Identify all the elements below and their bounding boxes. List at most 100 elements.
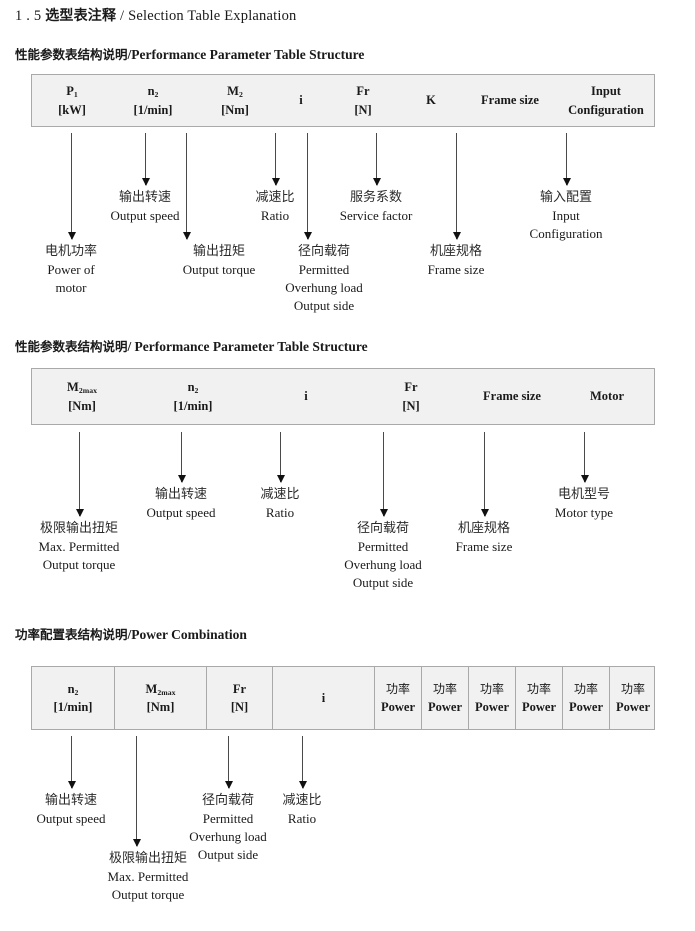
table-header-symbol: n2 (147, 84, 159, 100)
note-2-6-en-0: Motor type (554, 504, 614, 520)
table-header-symbol: 功率 (620, 681, 645, 696)
arrow-to-note-3-1 (71, 736, 72, 788)
page-title-separator: / (120, 8, 125, 24)
note-1-5: 径向载荷 Permitted Overhung load Output side (285, 243, 363, 315)
note-3-3: 径向载荷 Permitted Overhung load Output side (189, 792, 267, 864)
section-heading-3-cn: 功率配置表结构说明 (15, 627, 128, 642)
section-heading-2-separator: / (127, 339, 132, 354)
table-header-unit: [N] (354, 102, 372, 117)
note-1-7-en-0: Frame size (427, 261, 485, 277)
note-1-1-en-0: Power of (47, 261, 95, 277)
table-header-symbol: M2 (227, 84, 243, 100)
note-1-2-cn: 输出转速 (118, 190, 171, 205)
table-header-symbol: 功率 (432, 681, 457, 696)
table-header-symbol: Motor (589, 389, 624, 404)
note-3-4-cn: 减速比 (282, 793, 322, 808)
table-header-symbol: Frame size (481, 93, 539, 108)
note-1-8-en-1: Configuration (529, 225, 603, 241)
arrow-to-note-1-3 (186, 133, 187, 239)
arrow-to-note-2-2 (181, 432, 182, 482)
page-title-cn: 选型表注释 (45, 8, 117, 24)
note-1-6-en-0: Service factor (339, 207, 413, 223)
table-header-unit: [kW] (58, 102, 86, 117)
note-2-5-cn: 机座规格 (457, 521, 511, 536)
section-heading-3: 功率配置表结构说明/Power Combination (15, 624, 247, 643)
note-1-8: 输入配置 Input Configuration (530, 189, 603, 243)
table-header-cell: K (400, 75, 462, 126)
section-heading-3-separator: / (127, 627, 132, 642)
note-3-3-en-1: Overhung load (189, 828, 267, 844)
note-1-3-en-0: Output torque (182, 261, 256, 277)
arrow-to-note-1-2 (145, 133, 146, 185)
table-header-unit: [Nm] (221, 102, 249, 117)
note-3-2-en-1: Output torque (111, 886, 185, 902)
note-1-2: 输出转速 Output speed (111, 189, 180, 225)
table-header-symbol: n2 (67, 681, 79, 697)
note-1-5-en-1: Overhung load (285, 279, 363, 295)
table-header-unit: Configuration (568, 102, 644, 117)
note-2-2: 输出转速 Output speed (147, 486, 216, 522)
arrow-to-note-3-4 (302, 736, 303, 788)
table-header-symbol: 功率 (385, 681, 410, 696)
arrow-to-note-1-1 (71, 133, 72, 239)
arrow-to-note-1-5 (307, 133, 308, 239)
table-header-cell: i (254, 369, 358, 424)
table-header-symbol: Fr (232, 681, 247, 696)
arrow-to-note-1-4 (275, 133, 276, 185)
page-title-en: Selection Table Explanation (128, 8, 297, 24)
section-number: 1 . 5 (15, 8, 42, 24)
table-header-symbol: M2max (145, 681, 176, 697)
table-header-symbol: i (304, 389, 308, 404)
note-2-5: 机座规格 Frame size (456, 520, 513, 556)
note-1-5-cn: 径向载荷 (297, 244, 350, 259)
section-heading-2: 性能参数表结构说明/ Performance Parameter Table S… (15, 336, 368, 355)
table-header-symbol: K (426, 93, 436, 108)
table-header-symbol: i (321, 690, 326, 705)
note-2-1-en-1: Output torque (42, 556, 116, 572)
note-3-2-en-0: Max. Permitted (107, 868, 189, 884)
note-1-4-en-0: Ratio (260, 207, 290, 223)
table-header-cell: M2max[Nm] (114, 667, 206, 729)
table-header-cell: i (272, 667, 374, 729)
arrow-to-note-2-6 (584, 432, 585, 482)
note-2-3-en-0: Ratio (265, 504, 295, 520)
table-header-cell: Fr[N] (326, 75, 400, 126)
table-header-unit: Power (427, 700, 462, 715)
table-header-unit: Power (568, 700, 603, 715)
note-1-1: 电机功率 Power of motor (45, 243, 97, 297)
table-header-symbol: n2 (187, 380, 199, 396)
note-2-3-cn: 减速比 (260, 487, 300, 502)
section-heading-2-cn: 性能参数表结构说明 (15, 339, 128, 354)
note-3-3-en-2: Output side (197, 846, 259, 862)
note-3-3-cn: 径向载荷 (201, 793, 254, 808)
table-header-cell: n2[1/min] (32, 667, 114, 729)
note-1-3-cn: 输出扭矩 (192, 244, 246, 259)
table-header-symbol: 功率 (573, 681, 598, 696)
table-header-cell: M2 [Nm] (194, 75, 276, 126)
table-header-cell: Frame size (462, 75, 558, 126)
arrow-to-note-1-8 (566, 133, 567, 185)
note-2-3: 减速比 Ratio (260, 486, 299, 522)
note-1-8-cn: 输入配置 (539, 190, 592, 205)
note-3-1-en-0: Output speed (36, 810, 106, 826)
note-1-6-cn: 服务系数 (349, 190, 403, 205)
note-2-1-en-0: Max. Permitted (38, 538, 120, 554)
note-2-2-en-0: Output speed (146, 504, 216, 520)
table-header-symbol: i (299, 93, 303, 108)
table-header-symbol: Fr (404, 380, 418, 395)
note-1-1-cn: 电机功率 (44, 244, 98, 259)
note-1-4: 减速比 Ratio (255, 189, 294, 225)
arrow-to-note-2-1 (79, 432, 80, 516)
table-header-cell: i (276, 75, 326, 126)
section-heading-1-separator: / (127, 47, 132, 62)
note-3-4: 减速比 Ratio (282, 792, 321, 828)
note-3-1-cn: 输出转速 (44, 793, 97, 808)
section-heading-2-en: Performance Parameter Table Structure (134, 339, 368, 354)
note-3-1: 输出转速 Output speed (37, 792, 106, 828)
section-heading-1-en: Performance Parameter Table Structure (131, 47, 365, 62)
